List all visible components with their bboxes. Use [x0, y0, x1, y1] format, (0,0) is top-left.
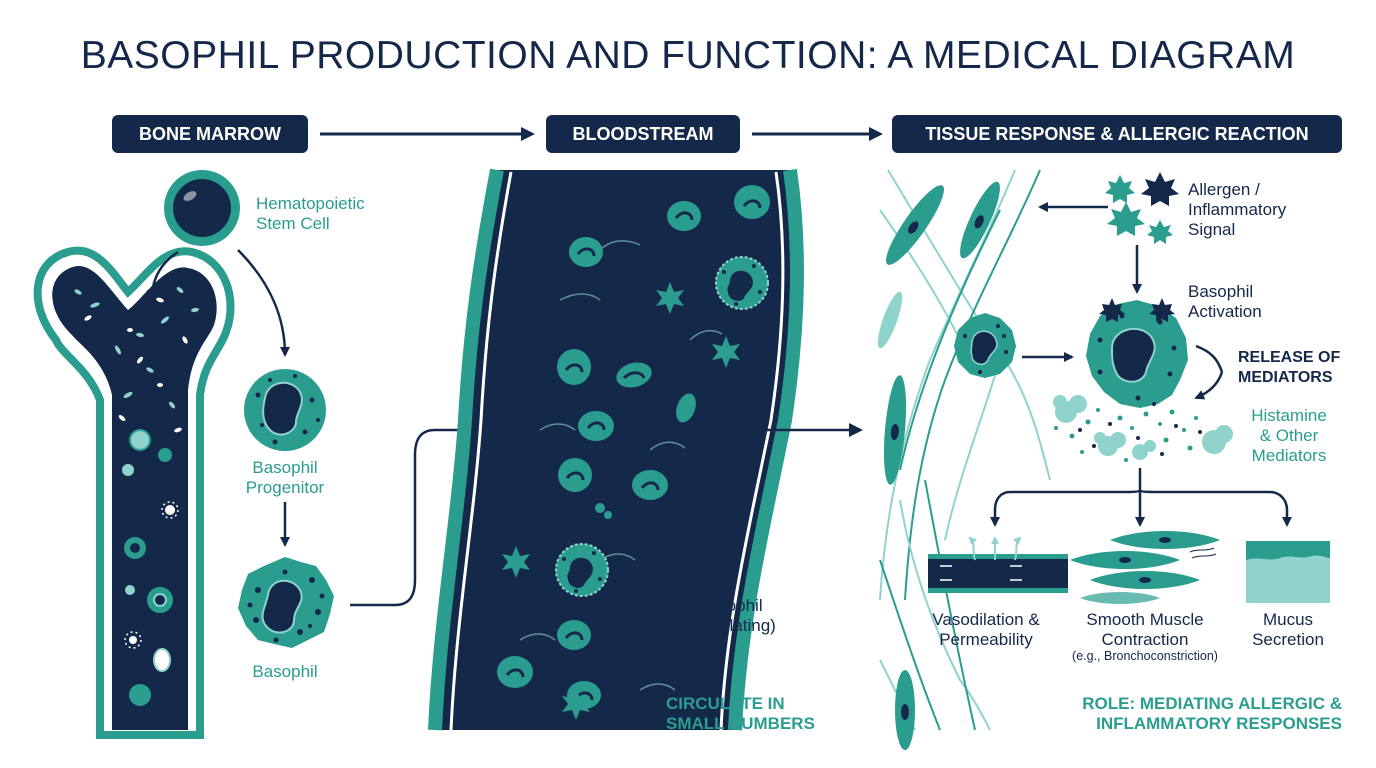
circulating-basophil-labeled: [555, 543, 609, 597]
header-tissue-response: TISSUE RESPONSE & ALLERGIC REACTION: [892, 115, 1342, 153]
header-bone-marrow: BONE MARROW: [112, 115, 308, 153]
label-basophil-activation: Basophil Activation: [1188, 282, 1262, 321]
label-mucus-secretion: Mucus Secretion: [1252, 610, 1324, 649]
mucus-icon: [1246, 541, 1330, 603]
label-basophil-progenitor: Basophil Progenitor: [245, 458, 325, 497]
leader-circulating-basophil: [609, 583, 681, 611]
label-smooth-muscle: Smooth Muscle Contraction: [1086, 610, 1204, 649]
label-circulate-small-numbers: CIRCULATE IN SMALL NUMBERS: [666, 694, 815, 733]
smooth-muscle-icon: [1070, 531, 1220, 604]
vessel-contents: [497, 185, 770, 720]
label-stem-cell: Hematopoietic Stem Cell: [256, 194, 365, 233]
stem-cell: [164, 170, 240, 246]
blood-vessel: [428, 168, 804, 731]
label-allergen: Allergen / Inflammatory Signal: [1188, 180, 1287, 239]
release-brace-top: [1195, 344, 1224, 373]
arrow-stem-to-bone: [147, 250, 179, 300]
arrow-stem-to-progenitor: [237, 249, 290, 357]
vasodilation-icon: [928, 536, 1068, 593]
page-title: BASOPHIL PRODUCTION AND FUNCTION: A MEDI…: [80, 34, 1296, 77]
label-bronchoconstriction: (e.g., Bronchoconstriction): [1072, 649, 1218, 663]
arrow-basophil-to-blood: [350, 423, 500, 607]
allergen-particles: [1105, 172, 1179, 244]
bone-illustration: [33, 246, 235, 739]
effects-branch-arrows: [990, 468, 1292, 527]
basophil-progenitor-cell: [244, 369, 326, 451]
red-blood-cells: [497, 185, 770, 709]
label-vasodilation: Vasodilation & Permeability: [932, 610, 1040, 649]
bone-marrow-texture: [74, 287, 199, 706]
tissue-cells: [877, 181, 1000, 750]
released-mediators: [1053, 395, 1233, 462]
activated-basophil: [1086, 298, 1188, 408]
label-release-of-mediators: RELEASE OF MEDIATORS: [1238, 349, 1341, 386]
release-brace-bottom: [1194, 371, 1224, 400]
header-bloodstream: BLOODSTREAM: [546, 115, 740, 153]
platelets: [502, 282, 740, 720]
label-histamine: Histamine & Other Mediators: [1251, 406, 1327, 465]
label-basophil: Basophil: [252, 662, 318, 681]
tissue-basophil-cell: [954, 313, 1016, 378]
basophil-cell: [238, 557, 334, 648]
label-role: ROLE: MEDIATING ALLERGIC & INFLAMMATORY …: [1082, 694, 1342, 733]
circulating-basophil-vessel: [715, 256, 769, 310]
label-basophil-circulating: Basophil (Circulating): [684, 596, 776, 635]
